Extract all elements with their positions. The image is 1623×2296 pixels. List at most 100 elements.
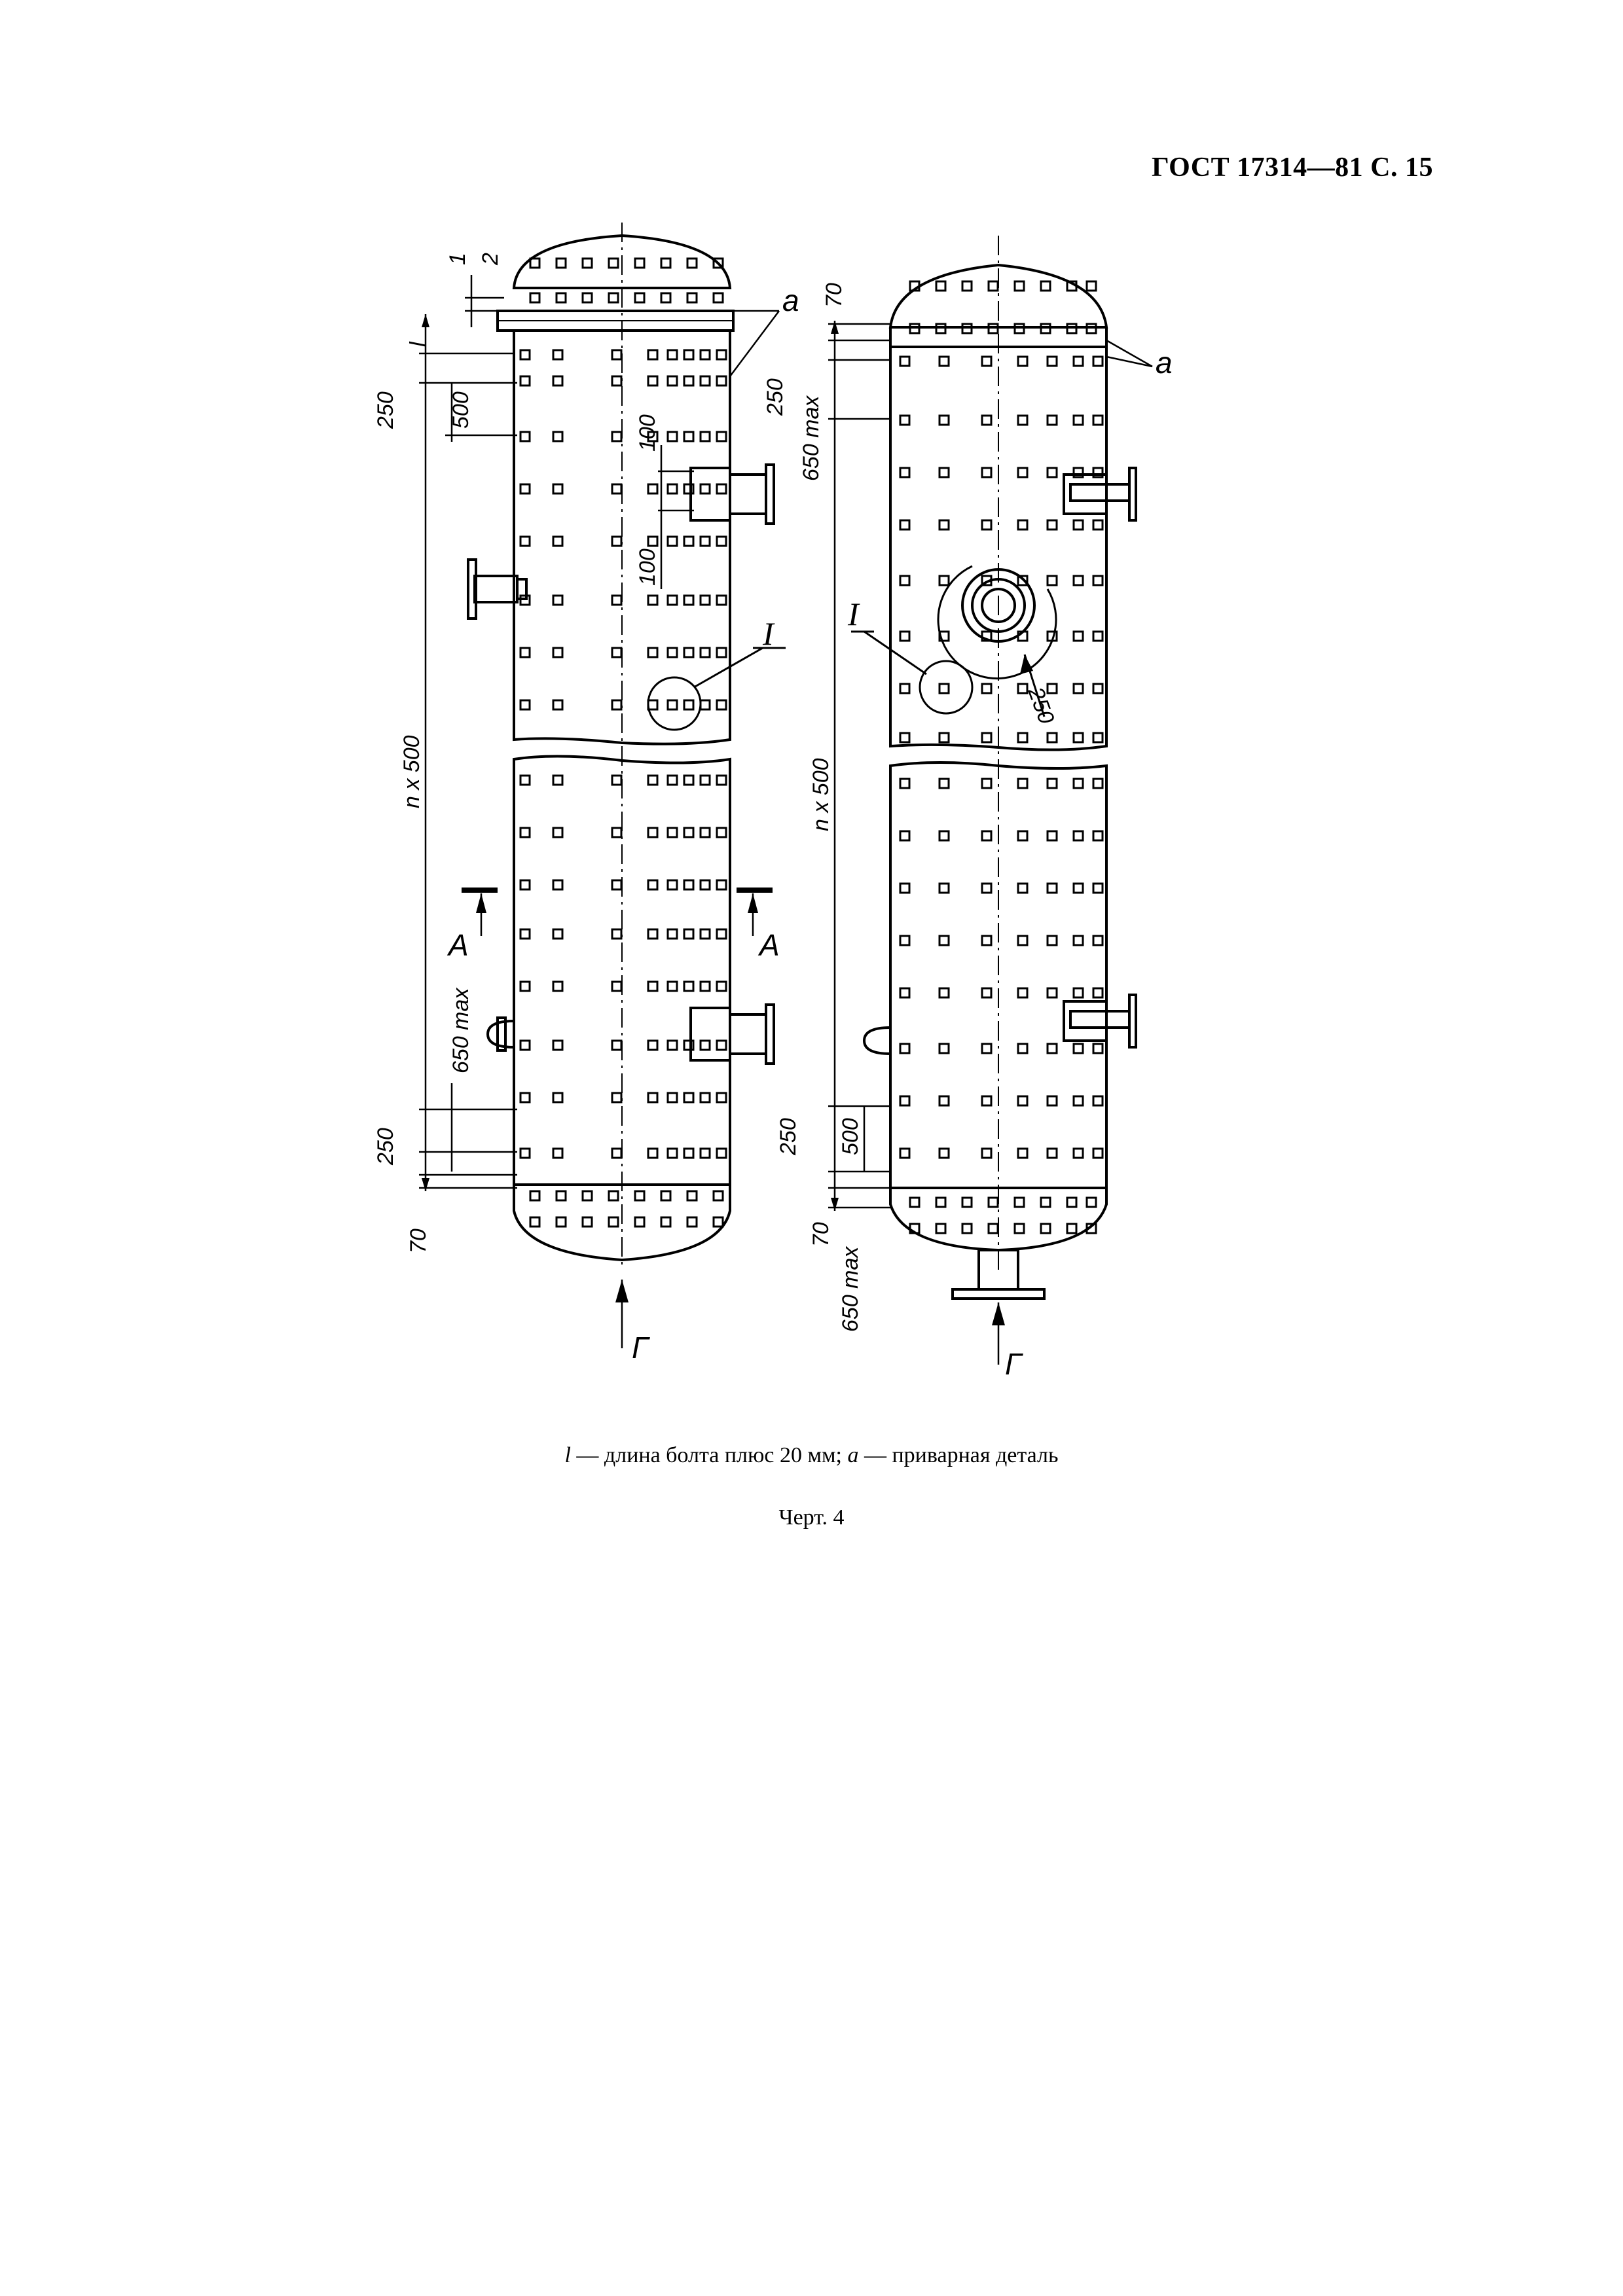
bolt-hole bbox=[1072, 935, 1084, 946]
bolt-hole bbox=[981, 355, 993, 367]
bolt-hole bbox=[1072, 732, 1084, 744]
bolt-hole bbox=[899, 683, 911, 694]
bolt-hole bbox=[909, 1196, 921, 1208]
bolt-hole bbox=[716, 774, 727, 786]
dim-1: 1 bbox=[445, 253, 470, 265]
bolt-hole bbox=[519, 647, 531, 658]
bolt-hole bbox=[666, 1147, 678, 1159]
bolt-hole bbox=[1092, 630, 1104, 642]
bolt-hole bbox=[699, 980, 711, 992]
bolt-hole bbox=[899, 882, 911, 894]
bolt-hole bbox=[1092, 732, 1104, 744]
bolt-hole bbox=[1046, 414, 1058, 426]
bolt-hole bbox=[716, 1092, 727, 1103]
bolt-hole bbox=[716, 1147, 727, 1159]
bolt-hole bbox=[647, 928, 659, 940]
bolt-hole bbox=[647, 1039, 659, 1051]
caption-l-symbol: l bbox=[564, 1443, 571, 1467]
bolt-hole bbox=[1066, 1223, 1078, 1234]
bolt-hole bbox=[1085, 1196, 1097, 1208]
bolt-hole bbox=[938, 355, 950, 367]
bolt-hole bbox=[899, 355, 911, 367]
bolt-hole bbox=[1092, 830, 1104, 842]
bolt-hole bbox=[686, 257, 698, 269]
bolt-hole bbox=[987, 1223, 999, 1234]
bolt-hole bbox=[1085, 1223, 1097, 1234]
bolt-hole bbox=[647, 647, 659, 658]
bolt-hole bbox=[1046, 575, 1058, 586]
bolt-hole bbox=[647, 594, 659, 606]
bolt-hole bbox=[647, 431, 659, 442]
bolt-hole bbox=[660, 1190, 672, 1202]
bolt-hole bbox=[938, 1147, 950, 1159]
bolt-hole bbox=[1072, 882, 1084, 894]
bolt-hole bbox=[987, 1196, 999, 1208]
bolt-hole bbox=[1046, 778, 1058, 789]
bolt-hole bbox=[1072, 519, 1084, 531]
dim-500-bot-right: 500 bbox=[838, 1118, 863, 1155]
left-vessel-holes bbox=[519, 257, 727, 1228]
bolt-hole bbox=[581, 1190, 593, 1202]
bolt-hole bbox=[555, 1216, 567, 1228]
bolt-hole bbox=[1017, 467, 1029, 478]
bolt-hole bbox=[1013, 1223, 1025, 1234]
bolt-hole bbox=[519, 699, 531, 711]
bolt-hole bbox=[683, 594, 695, 606]
bolt-hole bbox=[716, 699, 727, 711]
dim-nx500-right: n x 500 bbox=[809, 758, 833, 831]
technical-drawing: 1 2 l 250 500 100 100 n x 500 650 max 25… bbox=[373, 223, 1173, 1381]
bolt-hole bbox=[935, 323, 947, 334]
bolt-hole bbox=[1085, 323, 1097, 334]
bolt-hole bbox=[666, 879, 678, 891]
bolt-hole bbox=[647, 349, 659, 361]
label-A-right: A bbox=[757, 928, 780, 962]
bolt-hole bbox=[1092, 882, 1104, 894]
bolt-hole bbox=[1017, 630, 1029, 642]
bolt-hole bbox=[961, 1223, 973, 1234]
label-I-right: I bbox=[847, 596, 860, 632]
bolt-hole bbox=[552, 431, 564, 442]
bolt-hole bbox=[1072, 414, 1084, 426]
bolt-hole bbox=[611, 774, 623, 786]
bolt-hole bbox=[552, 699, 564, 711]
bolt-hole bbox=[519, 349, 531, 361]
bolt-hole bbox=[699, 483, 711, 495]
bolt-hole bbox=[519, 1039, 531, 1051]
bolt-hole bbox=[529, 257, 541, 269]
dim-70-top-right: 70 bbox=[822, 283, 847, 308]
bolt-hole bbox=[699, 1147, 711, 1159]
bolt-hole bbox=[699, 928, 711, 940]
bolt-hole bbox=[611, 431, 623, 442]
dim-250-hole: 250 bbox=[1023, 683, 1059, 727]
bolt-hole bbox=[716, 483, 727, 495]
bolt-hole bbox=[935, 1196, 947, 1208]
bolt-hole bbox=[1046, 519, 1058, 531]
bolt-hole bbox=[608, 1216, 619, 1228]
bolt-hole bbox=[909, 323, 921, 334]
bolt-hole bbox=[519, 483, 531, 495]
bolt-hole bbox=[1066, 323, 1078, 334]
bolt-hole bbox=[899, 778, 911, 789]
bolt-hole bbox=[699, 774, 711, 786]
bolt-hole bbox=[581, 292, 593, 304]
bolt-hole bbox=[716, 431, 727, 442]
bolt-hole bbox=[611, 1092, 623, 1103]
bolt-hole bbox=[981, 519, 993, 531]
bolt-hole bbox=[647, 483, 659, 495]
label-G-right: Г bbox=[1005, 1347, 1023, 1381]
bolt-hole bbox=[1092, 575, 1104, 586]
bolt-hole bbox=[981, 683, 993, 694]
bolt-hole bbox=[699, 1092, 711, 1103]
bolt-hole bbox=[666, 594, 678, 606]
bolt-hole bbox=[981, 935, 993, 946]
bolt-hole bbox=[634, 1216, 646, 1228]
bolt-hole bbox=[519, 928, 531, 940]
bolt-hole bbox=[899, 1147, 911, 1159]
bolt-hole bbox=[1046, 1147, 1058, 1159]
bolt-hole bbox=[529, 292, 541, 304]
caption-l-text: — длина болта плюс 20 мм; bbox=[570, 1443, 848, 1467]
bolt-hole bbox=[683, 980, 695, 992]
bolt-hole bbox=[938, 519, 950, 531]
bolt-hole bbox=[666, 699, 678, 711]
dim-650max-left: 650 max bbox=[448, 988, 473, 1073]
